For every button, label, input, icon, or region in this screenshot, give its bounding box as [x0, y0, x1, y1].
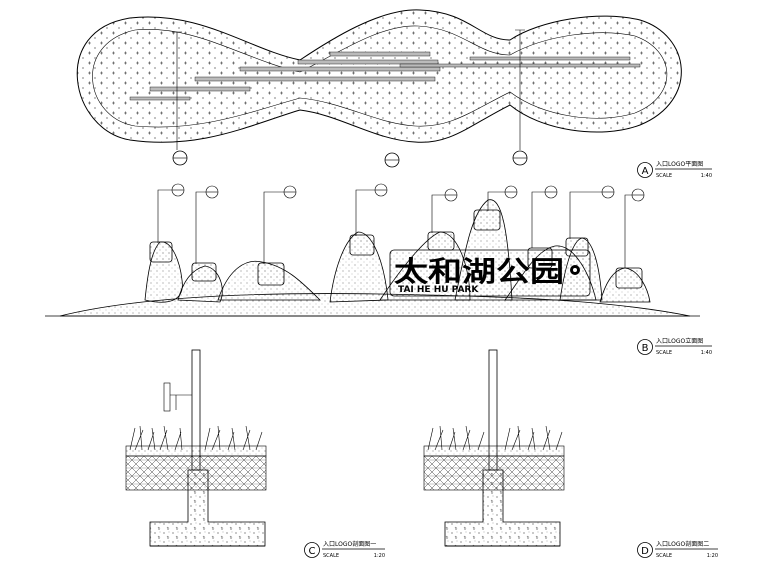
park-sign-chinese: 太和湖公园: [394, 255, 564, 288]
title-block-a: A 入口LOGO平面图 SCALE 1:40: [637, 161, 712, 179]
title-a-scale: 1:40: [701, 173, 712, 179]
title-c-scale: 1:20: [374, 553, 385, 559]
title-block-b: B 入口LOGO立面图 SCALE 1:40: [637, 337, 712, 356]
title-c-id: C: [309, 546, 316, 557]
title-a-scale-label: SCALE: [656, 173, 672, 179]
section-c-plants: [129, 425, 263, 451]
title-block-c: C 入口LOGO剖面图一 SCALE 1:20: [304, 540, 385, 559]
plan-section-markers: [172, 150, 528, 168]
title-d-scale: 1:20: [707, 553, 718, 559]
plan-view: [76, 9, 682, 168]
section-d: [423, 349, 565, 547]
plan-outline-outer: [76, 9, 682, 143]
park-sign-english: TAI HE HU PARK: [398, 285, 479, 295]
title-c-name: 入口LOGO剖面图一: [323, 540, 376, 548]
section-c: [125, 349, 267, 547]
title-d-id: D: [641, 546, 649, 557]
title-a-name: 入口LOGO平面图: [656, 161, 703, 168]
title-d-name: 入口LOGO剖面图二: [656, 540, 709, 548]
park-sign: 太和湖公园 TAI HE HU PARK: [389, 249, 591, 297]
title-c-scale-label: SCALE: [323, 553, 339, 559]
title-b-id: B: [642, 343, 649, 354]
section-d-plants: [427, 425, 563, 451]
title-b-scale-label: SCALE: [656, 350, 672, 356]
title-d-scale-label: SCALE: [656, 553, 672, 559]
plan-section-lines: [172, 29, 525, 150]
title-b-name: 入口LOGO立面图: [656, 337, 703, 345]
title-a-id: A: [642, 166, 649, 177]
title-b-scale: 1:40: [701, 350, 712, 356]
elevation-leaders: [157, 189, 632, 268]
plan-outline-inner: [92, 25, 668, 128]
title-block-d: D 入口LOGO剖面图二 SCALE 1:20: [637, 540, 718, 559]
elevation-tags: [171, 183, 645, 202]
elevation-view: 太和湖公园 TAI HE HU PARK: [45, 183, 700, 317]
